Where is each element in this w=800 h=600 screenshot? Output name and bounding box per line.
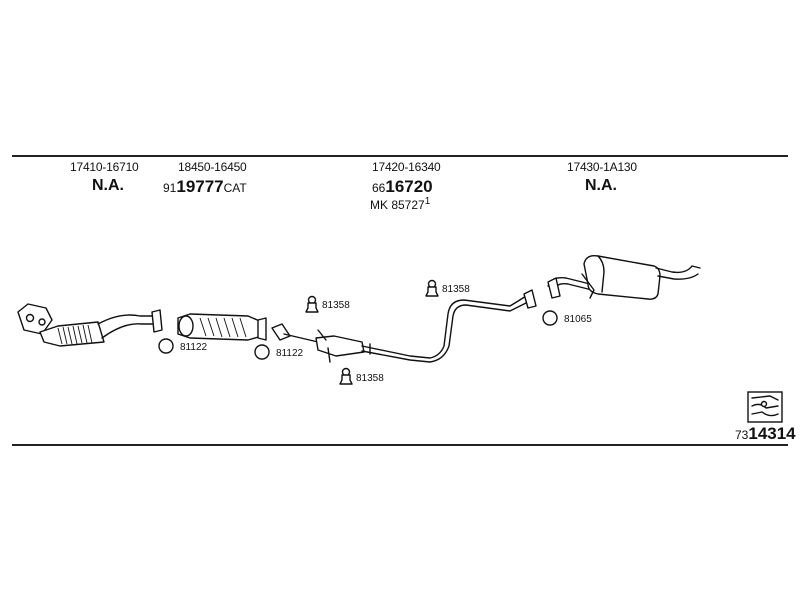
group3-alt-ref: MK 857271 (370, 196, 430, 212)
front-pipe-drawing (17, 303, 163, 347)
gasket-a-icon (158, 338, 174, 354)
rear-muffler-drawing (547, 254, 701, 300)
group2-part-number: 18450-16450 (178, 160, 247, 174)
top-divider (12, 155, 788, 157)
bottom-divider (12, 444, 788, 446)
group2-ref-suffix: CAT (223, 181, 247, 195)
group3-ref-prefix: 66 (372, 181, 386, 195)
callout-bolt-c: 81358 (356, 373, 384, 384)
bolt-b-icon (425, 279, 439, 297)
group3-ref-main: 16720 (385, 177, 433, 196)
catalytic-converter-drawing (177, 313, 267, 341)
bolt-a-icon (305, 295, 319, 313)
gasket-b-icon (254, 344, 270, 360)
group2-ref: 9119777CAT (163, 177, 247, 197)
bolt-c-icon (339, 367, 353, 385)
group3-part-number: 17420-16340 (372, 160, 441, 174)
group3-alt-ref-code: MK 85727 (370, 198, 425, 212)
center-pipe-drawing (271, 289, 537, 363)
diagram-reference: 7314314 (735, 424, 796, 444)
group3-ref: 6616720 (372, 177, 433, 197)
group3-alt-ref-sup: 1 (424, 196, 431, 207)
group2-ref-prefix: 91 (163, 181, 177, 195)
callout-gasket-c: 81065 (564, 314, 592, 325)
group1-status: N.A. (92, 177, 124, 194)
callout-gasket-a: 81122 (180, 342, 208, 353)
group1-part-number: 17410-16710 (70, 160, 139, 174)
callout-bolt-a: 81358 (322, 300, 350, 311)
callout-gasket-b: 81122 (276, 348, 304, 359)
diagram-ref-main: 14314 (748, 424, 796, 443)
group2-ref-main: 19777 (176, 177, 224, 196)
group4-status: N.A. (585, 177, 617, 194)
gasket-c-icon (542, 310, 558, 326)
exhaust-layout-icon (747, 391, 783, 423)
diagram-ref-prefix: 73 (735, 428, 749, 442)
group4-part-number: 17430-1A130 (567, 160, 637, 174)
callout-bolt-b: 81358 (442, 284, 470, 295)
